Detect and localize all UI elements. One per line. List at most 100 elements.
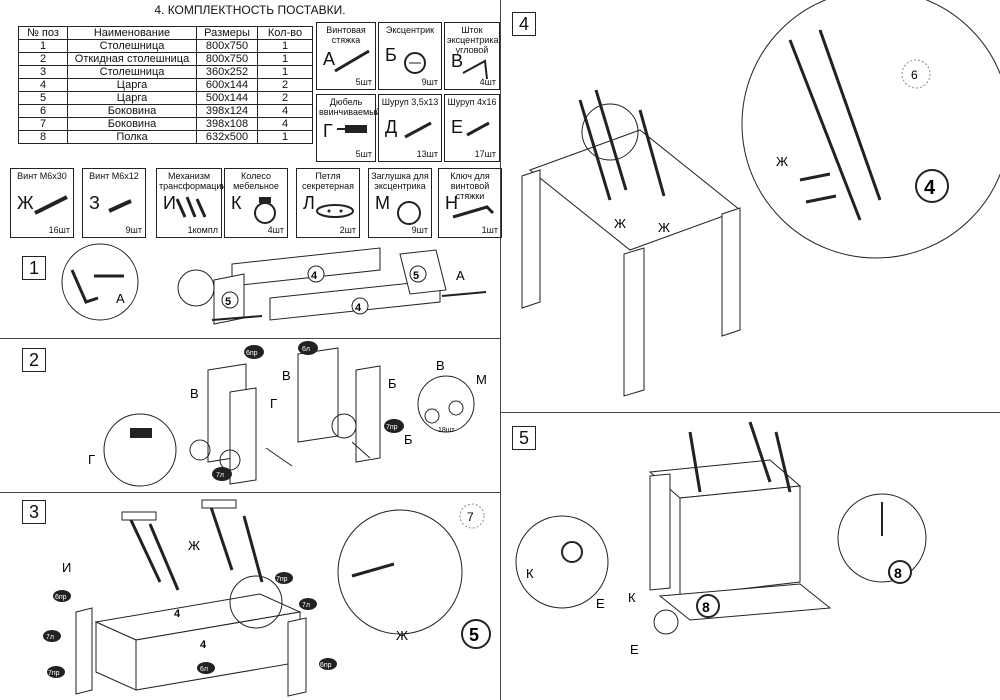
hardware-count: 9шт	[421, 77, 438, 87]
svg-text:7л: 7л	[216, 472, 224, 479]
hardware-letter: Л	[303, 193, 315, 213]
hex-key-icon	[452, 205, 495, 219]
cell: Полка	[67, 130, 197, 144]
cell: 360x252	[196, 65, 258, 79]
hardware-label: Шток эксцентрика угловой	[447, 25, 499, 55]
label-g: Г	[270, 396, 277, 411]
hardware-count: 13шт	[416, 149, 438, 159]
label-e: Е	[630, 642, 639, 657]
badge-7pr: 7пр	[276, 576, 288, 583]
bolt-icon	[34, 195, 68, 215]
cell: 2	[257, 91, 313, 105]
label-4: 4	[924, 177, 936, 199]
header-name: Наименование	[67, 26, 197, 40]
step-number-3: 3	[22, 500, 46, 524]
label-i: И	[62, 560, 71, 575]
hardware-letter: В	[451, 51, 464, 71]
label-4: 4	[174, 608, 181, 620]
hardware-count: 4шт	[267, 225, 284, 235]
cell: 1	[257, 52, 313, 66]
cell: 5	[18, 91, 68, 105]
cell: Боковина	[67, 104, 197, 118]
bolt-icon	[799, 172, 831, 182]
divider	[0, 492, 500, 493]
hardware-i-box: Механизм трансформации И 1компл	[156, 168, 226, 238]
badge-7pr: 7пр	[384, 419, 404, 433]
hardware-count: 2шт	[339, 225, 356, 235]
cell: 500x144	[196, 91, 258, 105]
label-a: А	[116, 291, 125, 306]
hardware-a-box: Винтовая стяжка А 5шт	[316, 22, 376, 90]
hardware-count: 17шт	[474, 149, 496, 159]
bolt-icon	[108, 199, 132, 213]
hardware-e-box: Шуруп 4x16 Е 17шт	[444, 94, 500, 162]
badge-6pr: 6пр	[55, 594, 67, 601]
cell: 7	[18, 117, 68, 131]
bolt-icon	[805, 194, 837, 204]
cap-icon	[448, 400, 464, 416]
label-k: К	[628, 590, 636, 605]
hardware-n-box: Ключ для винтовой стяжки Н 1шт	[438, 168, 502, 238]
hardware-letter: Г	[323, 121, 333, 141]
hardware-count: 5шт	[355, 149, 372, 159]
label-zh: Ж	[614, 216, 626, 231]
step-4-diagram: Ж Ж Ж 4 6	[521, 0, 1000, 397]
detail-circle	[417, 375, 475, 433]
panel-4-top	[231, 247, 381, 287]
cell: 1	[18, 39, 68, 53]
cell: 4	[18, 78, 68, 92]
hardware-label: Эксцентрик	[385, 25, 435, 35]
hardware-label: Винт М6х30	[17, 171, 67, 181]
divider	[500, 412, 1000, 413]
cell: Боковина	[67, 117, 197, 131]
step-3-diagram: И Ж Ж 4 4 6пр 6л 7л 7пр 7пр 7л 6пр 5 7	[43, 499, 491, 697]
label-zh: Ж	[396, 628, 408, 643]
label-zh: Ж	[658, 220, 670, 235]
dowel-icon	[337, 125, 367, 133]
label-b: Б	[404, 432, 413, 447]
hardware-letter: А	[323, 49, 336, 69]
caster-wheel-icon	[254, 197, 276, 224]
divider	[0, 338, 500, 339]
svg-text:7пр: 7пр	[386, 424, 398, 431]
cell: 4	[257, 117, 313, 131]
badge-7pr: 7пр	[48, 670, 60, 677]
cell: Столешница	[67, 65, 197, 79]
hardware-letter: Е	[451, 117, 464, 137]
detail-circle	[741, 0, 1000, 259]
hardware-label: Винт М6х12	[89, 171, 139, 181]
label-b: Б	[388, 376, 397, 391]
label-g: Г	[88, 452, 95, 467]
badge-6l: 6л	[200, 666, 208, 673]
step-number-2: 2	[22, 348, 46, 372]
hardware-count: 5шт	[355, 77, 372, 87]
hardware-label: Петля секретерная	[301, 171, 355, 191]
cell: 1	[257, 130, 313, 144]
step-5-diagram: К К Е Е 8 8	[515, 421, 927, 657]
screw-tie-icon	[334, 49, 370, 73]
cell: 1	[257, 39, 313, 53]
label-m: М	[476, 372, 487, 387]
label-5: 5	[469, 625, 479, 645]
badge-7l: 7л	[212, 467, 232, 481]
hardware-count: 1компл	[187, 225, 218, 235]
header-pos: № поз	[18, 26, 68, 40]
label-a: А	[456, 268, 465, 283]
hardware-label: Ключ для винтовой стяжки	[450, 171, 490, 201]
label-v: В	[282, 368, 291, 383]
step-2-diagram: 6пр 6л 7пр 7л В Г Г В Б В Б М 18шт	[88, 341, 487, 487]
hardware-z-box: Винт М6х12 З 9шт	[82, 168, 146, 238]
label-4: 4	[200, 639, 207, 651]
side-panel	[229, 387, 257, 485]
hardware-v-box: Шток эксцентрика угловой В 4шт	[444, 22, 500, 90]
hex-key-icon	[70, 269, 99, 304]
eccentric-icon	[404, 52, 426, 74]
badge-6l: 6л	[298, 341, 318, 355]
cell: Царга	[67, 78, 197, 92]
side-panel	[355, 365, 381, 463]
badge-7l: 7л	[302, 602, 310, 609]
hardware-b-box: Эксцентрик Б 9шт	[378, 22, 442, 90]
hardware-label: Шуруп 4x16	[447, 97, 497, 107]
